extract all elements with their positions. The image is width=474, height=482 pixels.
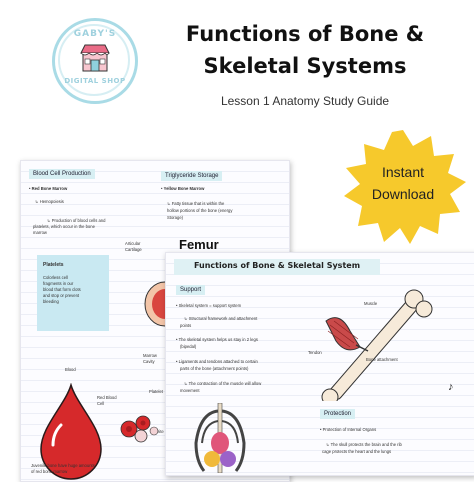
badge-line2: Download xyxy=(371,186,435,202)
support-heading: Support xyxy=(176,285,206,295)
rib-cage-illustration xyxy=(192,402,248,474)
triglyceride-storage-heading: Triglyceride Storage xyxy=(161,171,223,181)
instant-download-badge: Instant Download xyxy=(338,128,468,248)
femur-label: Femur xyxy=(179,237,219,252)
page-subtitle: Lesson 1 Anatomy Study Guide xyxy=(220,94,390,108)
blood-cells-icon xyxy=(117,409,161,443)
musical-note-icon: ♪ xyxy=(448,381,454,393)
front-page-title-banner xyxy=(174,259,380,275)
logo-bottom-text: DIGITAL SHOP xyxy=(64,77,126,85)
bone-attachment-label: Bone attachment xyxy=(366,357,398,362)
arm-bone-muscle-illustration xyxy=(316,281,436,406)
front-page-title: Functions of Bone & Skeletal System xyxy=(193,261,361,270)
white-cell-label: White xyxy=(153,429,164,434)
shop-icon xyxy=(79,43,111,73)
page-title-line1: Functions of Bone & xyxy=(185,22,425,46)
logo-top-text: GABY'S xyxy=(73,29,117,39)
red-bone-marrow-bullet: • Red Bone Marrow xyxy=(29,186,68,191)
page-title-line2: Skeletal Systems xyxy=(203,54,407,78)
blood-cell-production-heading: Blood Cell Production xyxy=(29,169,95,179)
platelets-box: Platelets Colorless cell fragments in ou… xyxy=(37,255,109,331)
protection-heading: Protection xyxy=(320,409,356,419)
badge-line1: Instant xyxy=(381,164,425,180)
tendon-label: Tendon xyxy=(308,350,322,355)
blood-label: Blood xyxy=(65,367,76,372)
platelets-box-title: Platelets xyxy=(43,262,64,268)
platelet-label: Platelet xyxy=(149,389,163,394)
shop-logo: GABY'S DIGITAL SHOP xyxy=(52,18,138,104)
muscle-label: Muscle xyxy=(364,301,378,306)
front-notes-page: Functions of Bone & Skeletal System Supp… xyxy=(165,252,474,476)
